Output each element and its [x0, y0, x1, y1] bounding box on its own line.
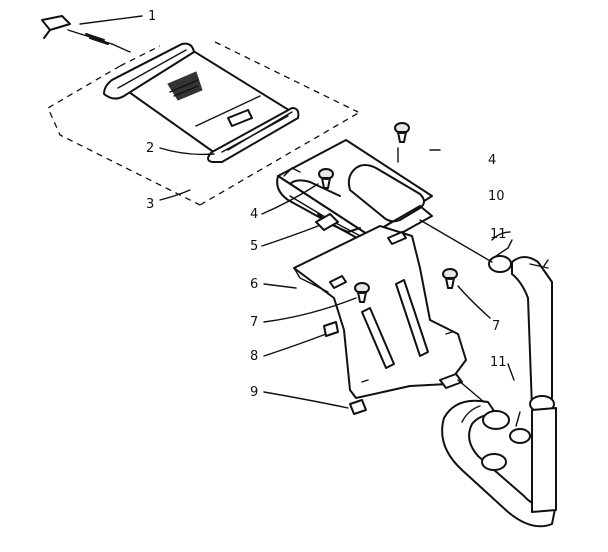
part-8-clip: [323, 321, 339, 337]
callout-11-lower: 11: [490, 355, 507, 370]
callout-9: 9: [250, 385, 258, 400]
assembly-boundary-3: [47, 41, 361, 206]
part-7-screw-right: [442, 268, 458, 289]
callout-1: 1: [148, 9, 156, 24]
callout-10: 10: [488, 189, 505, 204]
callout-labels: 1 2 3 4 4 5 6 7 7 8 9 10 11 11: [146, 9, 507, 400]
callout-4-left: 4: [250, 207, 258, 222]
callout-8: 8: [250, 349, 258, 364]
callout-4-right: 4: [488, 153, 496, 168]
part-2-filter-tray: [103, 42, 300, 163]
part-11-clamp-lower: [509, 411, 531, 444]
part-6-bracket-plate: [293, 225, 467, 399]
callout-11-upper: 11: [490, 227, 507, 242]
part-4-screw-top: [394, 122, 410, 143]
callout-7-right: 7: [492, 319, 500, 334]
part-4-screw-upper: [318, 168, 334, 189]
part-5-clip: [315, 213, 339, 231]
callout-5: 5: [250, 239, 258, 254]
callout-7-left: 7: [250, 315, 258, 330]
leader-lines: [79, 15, 515, 409]
part-9-nut: [349, 399, 367, 415]
part-4-mounting-body: [276, 139, 433, 247]
part-1-screw: [41, 15, 131, 53]
part-7-screw-left: [354, 282, 370, 303]
callout-6: 6: [250, 277, 258, 292]
callout-2: 2: [146, 141, 154, 156]
part-10-hose: [511, 256, 555, 413]
part-11-clamp-upper: [488, 239, 513, 273]
callout-3: 3: [146, 197, 154, 212]
part-11-u-hose: [441, 399, 557, 528]
